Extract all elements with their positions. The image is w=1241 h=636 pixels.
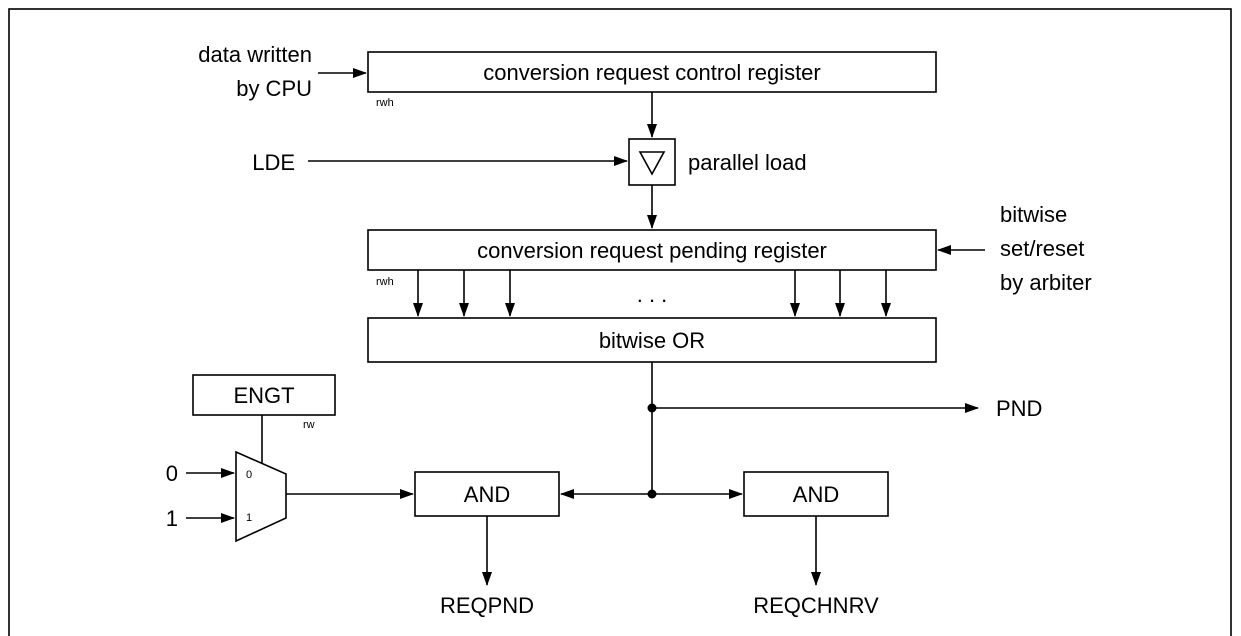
lde-label: LDE bbox=[252, 150, 295, 175]
triangle-icon bbox=[638, 151, 666, 176]
control-register-access: rwh bbox=[376, 97, 394, 109]
reqpnd-label: REQPND bbox=[440, 593, 534, 618]
engt-label: ENGT bbox=[233, 383, 294, 408]
reqchnrv-label: REQCHNRV bbox=[753, 593, 879, 618]
bitwise-or-box bbox=[367, 317, 937, 363]
data-written-label-line2: by CPU bbox=[236, 76, 312, 101]
mux-input-0-label: 0 bbox=[166, 461, 178, 486]
and-gate-left-label: AND bbox=[464, 482, 510, 507]
and-gate-right bbox=[743, 471, 889, 517]
mux-port-0: 0 bbox=[246, 469, 252, 481]
pending-register-access: rwh bbox=[376, 276, 394, 288]
multiplexer bbox=[235, 450, 287, 543]
parallel-load-box bbox=[628, 138, 676, 186]
mux-input-1-label: 1 bbox=[166, 506, 178, 531]
data-written-label-line1: data written bbox=[198, 42, 312, 67]
diagram-frame bbox=[8, 8, 1232, 636]
arbiter-label-line2: set/reset bbox=[1000, 236, 1084, 261]
engt-access: rw bbox=[303, 419, 315, 431]
engt-box bbox=[192, 374, 336, 416]
arbiter-label-line1: bitwise bbox=[1000, 202, 1067, 227]
pending-register-label: conversion request pending register bbox=[477, 238, 827, 263]
and-gate-right-label: AND bbox=[793, 482, 839, 507]
pending-register-box bbox=[367, 229, 937, 271]
mux-port-1: 1 bbox=[246, 512, 252, 524]
bit-ellipsis: . . . bbox=[637, 282, 668, 307]
control-register-label: conversion request control register bbox=[483, 60, 821, 85]
pnd-label: PND bbox=[996, 396, 1042, 421]
control-register-box bbox=[367, 51, 937, 93]
arbiter-label-line3: by arbiter bbox=[1000, 270, 1092, 295]
bitwise-or-label: bitwise OR bbox=[599, 328, 705, 353]
parallel-load-label: parallel load bbox=[688, 150, 807, 175]
